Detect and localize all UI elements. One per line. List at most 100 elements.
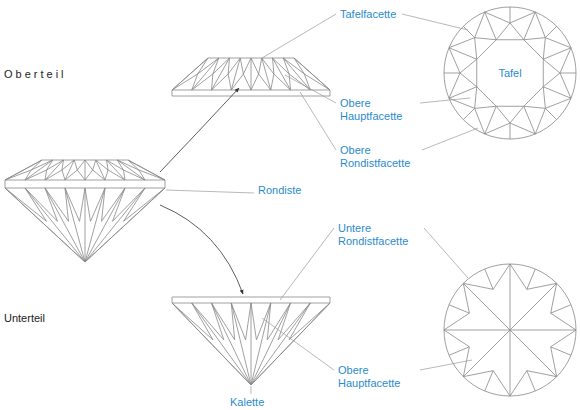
facet-line	[85, 188, 105, 262]
facet-line	[228, 58, 240, 74]
facet-line	[543, 59, 544, 87]
facet-line	[45, 170, 62, 180]
crown-outline	[172, 58, 330, 96]
facet-line	[444, 73, 460, 74]
facet-line	[560, 73, 571, 98]
facet-line	[25, 188, 85, 262]
facet-line	[475, 38, 497, 40]
facet-line	[551, 313, 576, 330]
facet-line	[62, 160, 74, 170]
facet-line	[527, 283, 557, 289]
pavilion-outline	[172, 297, 330, 385]
facet-line	[192, 303, 213, 340]
facet-label: Obere Hauptfacette	[340, 97, 418, 123]
facet-line	[485, 106, 496, 134]
facet-line	[551, 283, 557, 313]
facet-line	[5, 188, 47, 221]
facet-line	[463, 371, 493, 377]
facet-line	[294, 58, 330, 90]
facet-line	[62, 170, 65, 180]
facet-line	[289, 74, 310, 90]
facet-line	[74, 160, 77, 170]
facet-line	[551, 330, 576, 347]
facet-line	[496, 23, 510, 40]
facet-line	[212, 303, 252, 385]
facet-line	[477, 40, 496, 59]
facet-line	[510, 23, 524, 40]
facet-line	[449, 347, 469, 355]
facet-line	[212, 74, 229, 90]
facet-line	[25, 188, 47, 221]
facet-line	[5, 188, 85, 262]
facet-line	[510, 264, 511, 330]
facet-line	[444, 330, 469, 347]
facet-line	[192, 74, 213, 90]
facet-line	[231, 303, 251, 385]
facet-line	[96, 160, 105, 180]
facet-line	[80, 188, 86, 221]
facet-line	[246, 303, 251, 340]
facet-line	[228, 74, 231, 90]
facet-line	[510, 264, 527, 289]
facet-line	[139, 170, 165, 180]
facet-line	[510, 123, 511, 139]
facet-line	[102, 188, 126, 221]
facet-line	[107, 160, 126, 180]
facet-line	[262, 58, 271, 90]
facet-line	[93, 160, 96, 170]
facet-line	[85, 170, 93, 180]
facet-line	[128, 160, 165, 180]
facet-line	[251, 303, 256, 340]
facet-line	[463, 330, 510, 377]
facet-line	[485, 269, 493, 289]
facet-line	[262, 58, 274, 74]
facet-line	[543, 59, 560, 73]
facet-line	[251, 303, 330, 385]
facet-line	[535, 12, 545, 38]
facet-line	[545, 38, 571, 48]
facet-line	[102, 188, 106, 221]
facet-line	[5, 160, 42, 180]
facet-line	[124, 188, 166, 221]
part-name: Unterteil	[4, 312, 124, 325]
facet-line	[493, 264, 510, 289]
facet-line	[85, 188, 91, 221]
facet-line	[108, 170, 125, 180]
facet-line	[85, 160, 86, 180]
facet-line	[524, 12, 535, 40]
facet-line	[463, 26, 474, 37]
facet-line	[251, 303, 252, 385]
facet-line	[240, 58, 243, 74]
facet-line	[212, 303, 235, 340]
facet-line	[113, 188, 146, 221]
facet-line	[243, 74, 251, 90]
facet-line	[85, 188, 125, 262]
facet-line	[449, 38, 475, 48]
facet-line	[460, 73, 477, 87]
facet-line	[527, 269, 535, 289]
facet-line	[271, 74, 274, 90]
facet-line	[85, 188, 86, 262]
facet-line	[449, 48, 477, 59]
facet-line	[463, 283, 469, 313]
facet-line	[510, 330, 557, 377]
facet-line	[251, 303, 291, 385]
facet-line	[449, 73, 460, 98]
facet-line	[77, 160, 85, 170]
facet-line	[251, 58, 259, 74]
facet-line	[172, 303, 213, 340]
facet-line	[65, 188, 85, 262]
facet-line	[496, 39, 524, 40]
facet-line	[231, 303, 245, 340]
facet-line	[551, 305, 571, 313]
facet-line	[460, 59, 477, 73]
facet-line	[543, 87, 545, 109]
facet-line	[485, 12, 510, 23]
facet-line	[228, 58, 229, 74]
facet-line	[278, 303, 310, 340]
facet-line	[25, 160, 53, 180]
facet-line	[545, 98, 571, 108]
facet-line	[77, 170, 85, 180]
facet-line	[198, 58, 208, 74]
